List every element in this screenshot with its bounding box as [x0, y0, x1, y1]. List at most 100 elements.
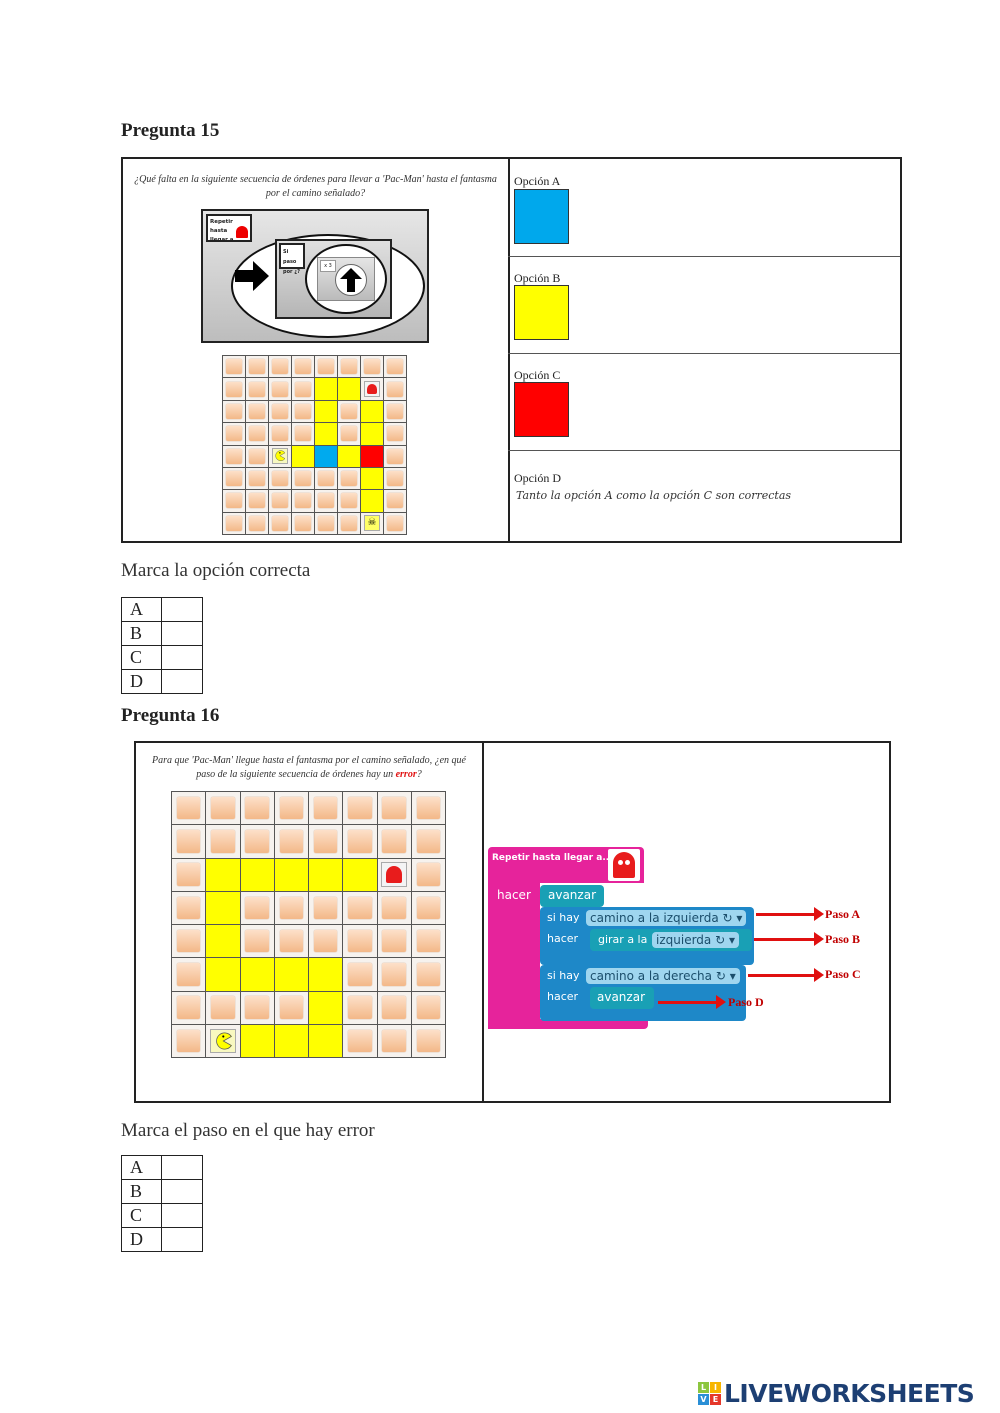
grid-tile — [246, 423, 268, 445]
answer-label-b: B — [121, 1179, 162, 1204]
grid-tile — [292, 490, 314, 512]
if-right-block[interactable]: si hay camino a la derecha ↻ ▾ hacer ava… — [540, 965, 746, 1021]
grid-tile — [172, 958, 206, 991]
path-cell — [361, 400, 383, 423]
grid-tile — [269, 378, 291, 400]
grid-tile — [269, 467, 291, 490]
grid-tile — [343, 891, 377, 924]
answer-box-b[interactable] — [161, 1179, 203, 1204]
path-cell — [338, 378, 360, 400]
grid-tile — [292, 400, 314, 423]
question-mark: ? — [416, 769, 422, 780]
if-condition-block: Si paso por ¿? — [279, 243, 305, 275]
answer-label-a: A — [121, 1155, 162, 1180]
grid-tile — [343, 925, 377, 958]
ghost-eye-right — [625, 860, 630, 865]
avanzar-label: avanzar — [548, 888, 596, 902]
grid-tile — [384, 356, 406, 378]
grid-tile — [411, 991, 445, 1024]
grid-tile — [223, 400, 245, 423]
answer-box-d[interactable] — [161, 669, 203, 694]
path-cell — [309, 991, 343, 1024]
up-arrow-icon — [340, 268, 362, 292]
grid-tile — [172, 1024, 206, 1057]
ghost-eye-left — [618, 860, 623, 865]
grid-tile — [384, 400, 406, 423]
grid-tile — [206, 991, 240, 1024]
option-b[interactable]: Opción B — [508, 256, 900, 353]
path-cell — [206, 891, 240, 924]
avanzar-block-1[interactable]: avanzar — [540, 885, 604, 907]
if-block: Si paso por ¿? x 3 — [275, 239, 392, 319]
grid-tile — [309, 891, 343, 924]
condition-left-dropdown[interactable]: camino a la izquierda ↻ ▾ — [586, 910, 747, 926]
if-left-block[interactable]: si hay camino a la izquierda ↻ ▾ hacer g… — [540, 907, 754, 965]
logo-letter-v: V — [698, 1394, 709, 1405]
grid-tile — [172, 891, 206, 924]
hacer-label: hacer — [497, 888, 531, 902]
grid-tile — [206, 792, 240, 825]
arrow-paso-a — [756, 907, 824, 921]
option-d[interactable]: Opción D Tanto la opción A como la opció… — [508, 450, 900, 541]
grid-tile — [246, 512, 268, 534]
pacman-grid-q16 — [171, 791, 446, 1058]
ghost-cell-inner — [381, 862, 407, 887]
repeat-times-block: x 3 — [317, 257, 375, 301]
condition-right-dropdown[interactable]: camino a la derecha ↻ ▾ — [586, 968, 740, 984]
grid-tile — [246, 490, 268, 512]
grid-tile — [292, 467, 314, 490]
option-c[interactable]: Opción C — [508, 353, 900, 450]
repeat-body-rail: hacer — [488, 883, 540, 1029]
grid-tile — [240, 925, 274, 958]
grid-tile — [377, 891, 411, 924]
grid-tile — [377, 925, 411, 958]
grid-tile — [269, 356, 291, 378]
grid-tile — [269, 400, 291, 423]
question-16-title: Pregunta 16 — [121, 705, 220, 726]
path-cell — [240, 958, 274, 991]
if-label-2: por ¿? — [283, 269, 301, 275]
grid-tile — [269, 512, 291, 534]
answer-label-d: D — [121, 669, 162, 694]
path-cell — [315, 400, 337, 423]
path-cell — [292, 445, 314, 467]
option-a[interactable]: Opción A — [508, 159, 900, 256]
avanzar-block-2[interactable]: avanzar — [590, 987, 654, 1009]
paso-d-label: Paso D — [728, 995, 764, 1009]
grid-tile — [274, 891, 308, 924]
grid-tile — [223, 512, 245, 534]
turn-left-block[interactable]: girar a la izquierda ↻ ▾ — [590, 929, 752, 951]
answer-box-a[interactable] — [161, 1155, 203, 1180]
answer-label-d: D — [121, 1227, 162, 1252]
question-15-frame: ¿Qué falta en la siguiente secuencia de … — [121, 157, 902, 543]
arrow-paso-b — [754, 932, 824, 946]
grid-tile — [172, 991, 206, 1024]
ghost-cell — [377, 858, 411, 891]
grid-tile — [338, 423, 360, 445]
option-d-text: Tanto la opción A como la opción C son c… — [516, 489, 792, 502]
grid-tile — [338, 400, 360, 423]
answer-box-c[interactable] — [161, 1203, 203, 1228]
grid-tile — [377, 825, 411, 858]
answer-box-b[interactable] — [161, 621, 203, 646]
question-15-options: Opción A Opción B Opción C Opción D Tant… — [508, 159, 900, 541]
grid-tile — [343, 991, 377, 1024]
path-cell — [206, 958, 240, 991]
ghost-icon — [385, 866, 403, 884]
grid-tile — [292, 378, 314, 400]
direction-dropdown[interactable]: izquierda ↻ ▾ — [652, 932, 739, 948]
answer-label-a: A — [121, 597, 162, 622]
answer-box-c[interactable] — [161, 645, 203, 670]
grid-tile — [384, 467, 406, 490]
grid-tile — [309, 792, 343, 825]
grid-tile — [274, 925, 308, 958]
path-cell — [240, 1024, 274, 1057]
answer-label-b: B — [121, 621, 162, 646]
answer-box-d[interactable] — [161, 1227, 203, 1252]
answer-box-a[interactable] — [161, 597, 203, 622]
grid-tile — [315, 356, 337, 378]
grid-tile — [315, 490, 337, 512]
liveworksheets-logo[interactable]: L I V E LIVEWORKSHEETS — [698, 1379, 975, 1408]
ghost-icon — [236, 226, 248, 238]
question-15-title: Pregunta 15 — [121, 120, 220, 141]
